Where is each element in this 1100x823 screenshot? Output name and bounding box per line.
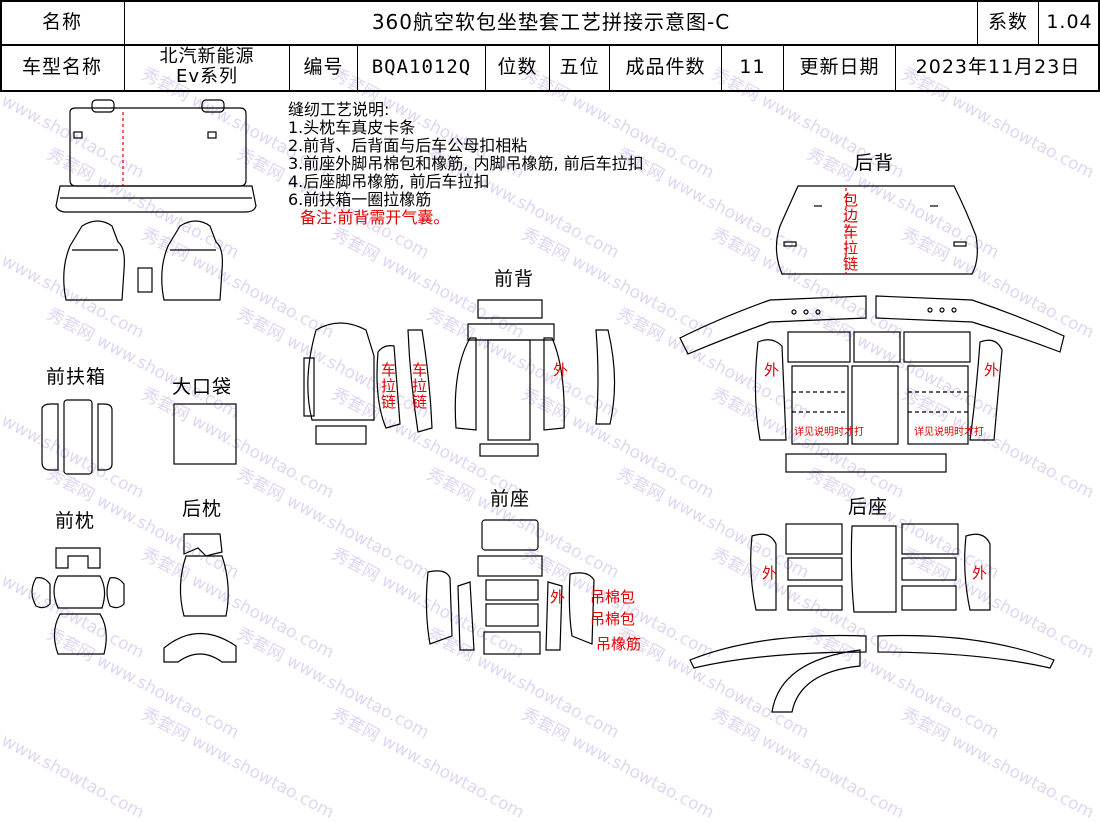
label-front-pillow: 前枕 <box>55 510 96 532</box>
label-rear-back: 后背 <box>854 152 895 174</box>
annotation-outer: 外 <box>553 361 569 379</box>
front-pillow-pieces <box>31 547 125 655</box>
code-value: BQA1012Q <box>358 44 486 90</box>
rear-seat-pieces <box>689 523 1055 713</box>
process-notes: 缝纫工艺说明: 1.头枕车真皮卡条 2.前背、后背面与后车公母扣相粘 3.前座外… <box>288 101 644 227</box>
label-rear-pillow: 后枕 <box>182 498 223 520</box>
label-front-back: 前背 <box>494 268 535 290</box>
pieces-label: 成品件数 <box>610 44 722 90</box>
notes-title: 缝纫工艺说明: <box>288 100 390 119</box>
notes-remark: 备注:前背需开气囊。 <box>300 208 450 227</box>
annotation-see-instruction: 详见说明时才打 <box>914 427 984 438</box>
front-armrest-pieces <box>41 399 113 475</box>
coef-label: 系数 <box>978 0 1039 44</box>
coef-value: 1.04 <box>1046 11 1093 33</box>
label-front-armrest: 前扶箱 <box>46 366 107 388</box>
annotation-car-zipper: 车拉链 <box>412 361 428 411</box>
annotation-outer: 外 <box>984 361 1000 379</box>
annotation-see-instruction: 详见说明时才打 <box>794 427 864 438</box>
seat-overview-drawing <box>55 99 257 301</box>
annotation-outer: 外 <box>764 361 780 379</box>
model-line1: 北汽新能源 <box>159 46 255 67</box>
annotation-outer: 外 <box>972 564 988 582</box>
annotation-hang-cotton: 吊棉包 <box>590 610 636 628</box>
label-front-seat: 前座 <box>490 488 531 510</box>
note-item: 3.前座外脚吊棉包和橡筋, 内脚吊橡筋, 前后车拉扣 <box>288 154 644 173</box>
annotation-hang-cotton: 吊棉包 <box>590 588 636 606</box>
seat-value: 五位 <box>550 44 610 90</box>
rear-pillow-pieces <box>163 533 237 663</box>
front-back-pieces <box>303 299 616 457</box>
rear-back-pieces <box>679 185 1065 473</box>
note-item: 6.前扶箱一圈拉橡筋 <box>288 190 432 209</box>
seat-label: 位数 <box>486 44 550 90</box>
pieces-value: 11 <box>722 44 784 90</box>
big-pocket-piece <box>173 403 237 465</box>
model-line2: Ev系列 <box>175 66 239 87</box>
annotation-wrap-zipper: 包边车拉链 <box>843 191 859 273</box>
page-title: 360航空软包坐垫套工艺拼接示意图-C <box>125 0 978 44</box>
date-label: 更新日期 <box>784 44 896 90</box>
note-item: 1.头枕车真皮卡条 <box>288 118 416 137</box>
date-value: 2023年11月23日 <box>915 56 1081 78</box>
annotation-hang-elastic: 吊橡筋 <box>596 635 642 653</box>
code-label: 编号 <box>290 44 358 90</box>
note-item: 2.前背、后背面与后车公母扣相粘 <box>288 136 528 155</box>
note-item: 4.后座脚吊橡筋, 前后车拉扣 <box>288 172 490 191</box>
label-big-pocket: 大口袋 <box>172 376 233 398</box>
pattern-diagram <box>31 99 1065 713</box>
front-seat-pieces <box>425 519 595 655</box>
label-rear-seat: 后座 <box>848 496 889 518</box>
annotation-car-zipper: 车拉链 <box>381 361 397 411</box>
name-label: 名称 <box>0 0 125 44</box>
annotation-outer: 外 <box>550 588 566 606</box>
model-name: 北汽新能源 Ev系列 <box>125 44 290 90</box>
model-label: 车型名称 <box>0 44 125 90</box>
header-table: 名称 360航空软包坐垫套工艺拼接示意图-C 系数 1.04 车型名称 北汽新能… <box>0 0 1100 92</box>
annotation-outer: 外 <box>762 564 778 582</box>
